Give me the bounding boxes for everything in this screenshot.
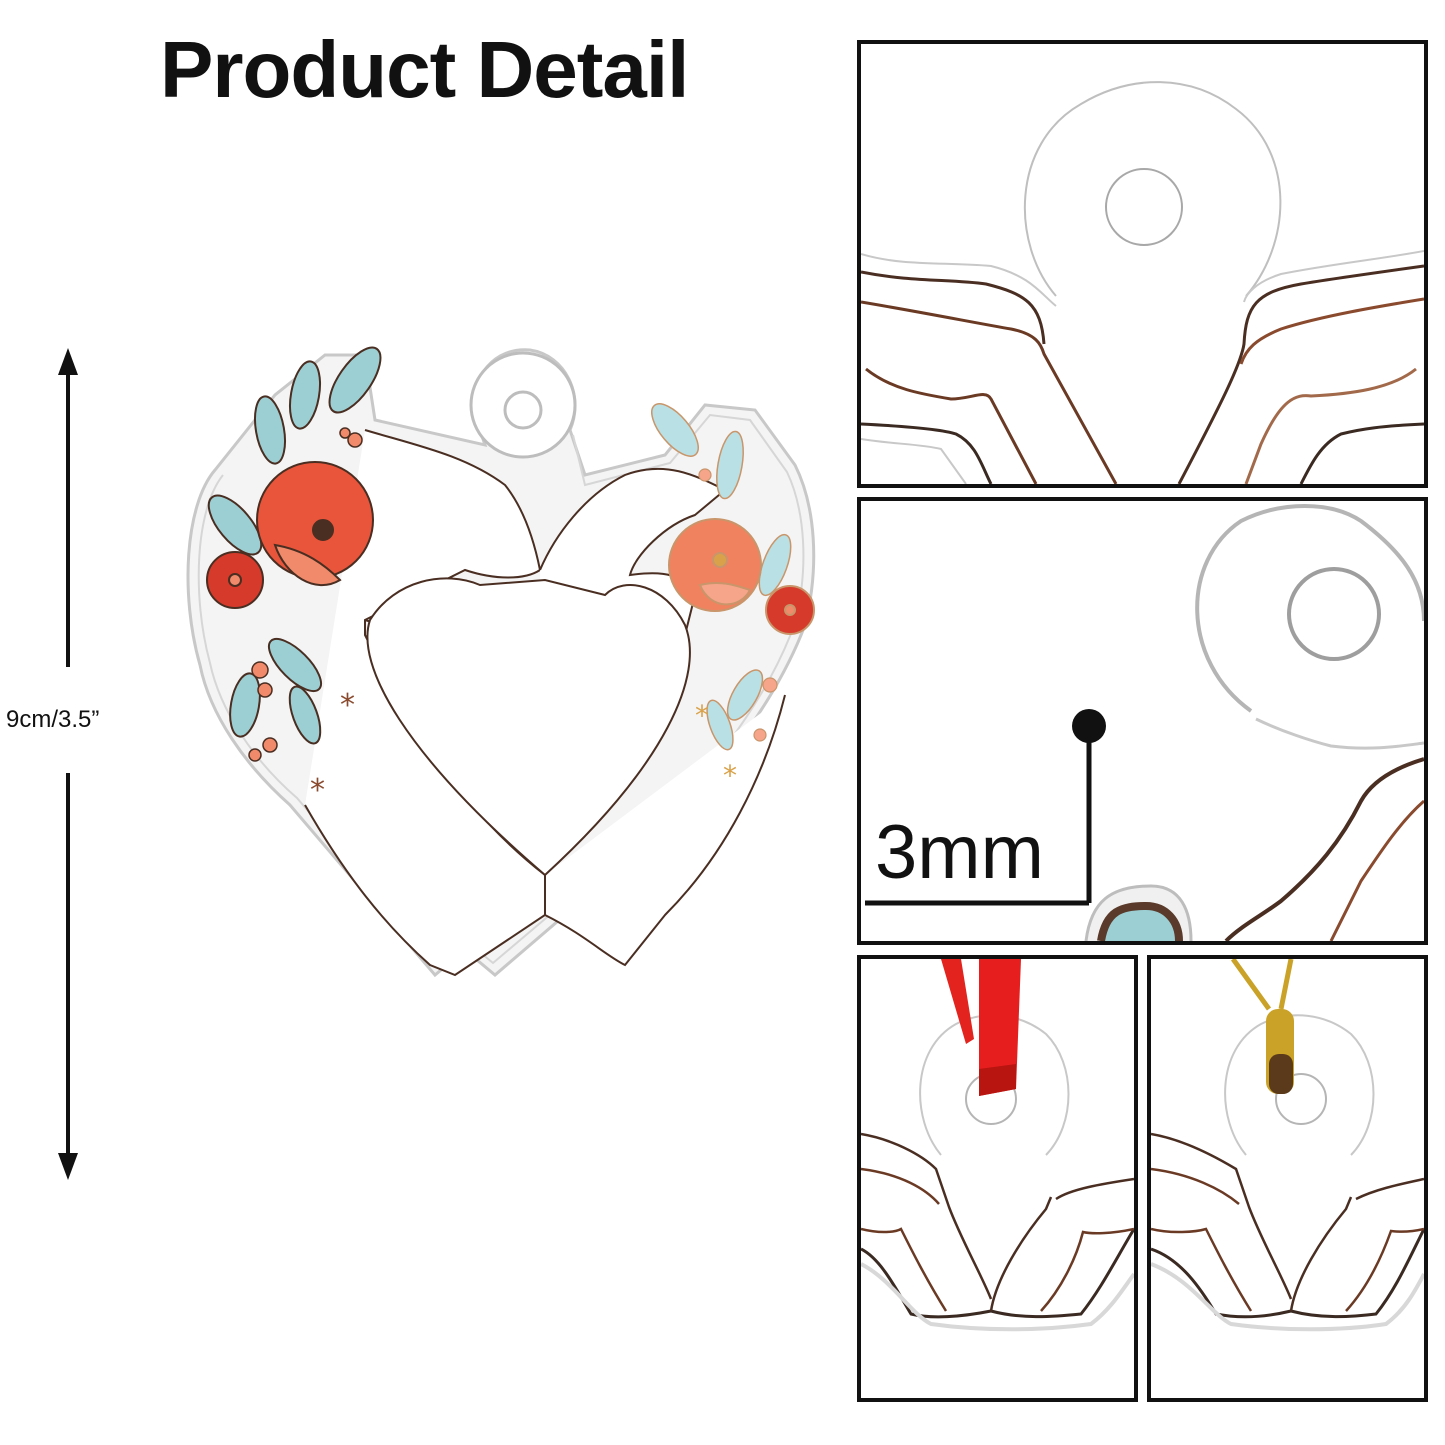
- height-dimension-arrow: [0, 345, 140, 1185]
- svg-text:*: *: [340, 688, 355, 723]
- svg-text:*: *: [723, 759, 737, 792]
- page-title: Product Detail: [160, 25, 689, 114]
- detail-panel-red-ribbon: [857, 955, 1138, 1402]
- detail-panel-gold-string: [1147, 955, 1428, 1402]
- detail-panel-hanging-hole: [857, 40, 1428, 488]
- arrow-up-icon: [58, 348, 78, 375]
- product-image: * * * *: [165, 335, 825, 985]
- arrow-down-icon: [58, 1153, 78, 1180]
- svg-text:*: *: [310, 773, 325, 808]
- thickness-label: 3mm: [875, 810, 1044, 895]
- height-dimension-label: 9cm/3.5”: [6, 706, 100, 733]
- thickness-marker-dot-icon: [1072, 709, 1106, 743]
- detail-panel-thickness: [857, 497, 1428, 945]
- svg-text:*: *: [695, 699, 709, 732]
